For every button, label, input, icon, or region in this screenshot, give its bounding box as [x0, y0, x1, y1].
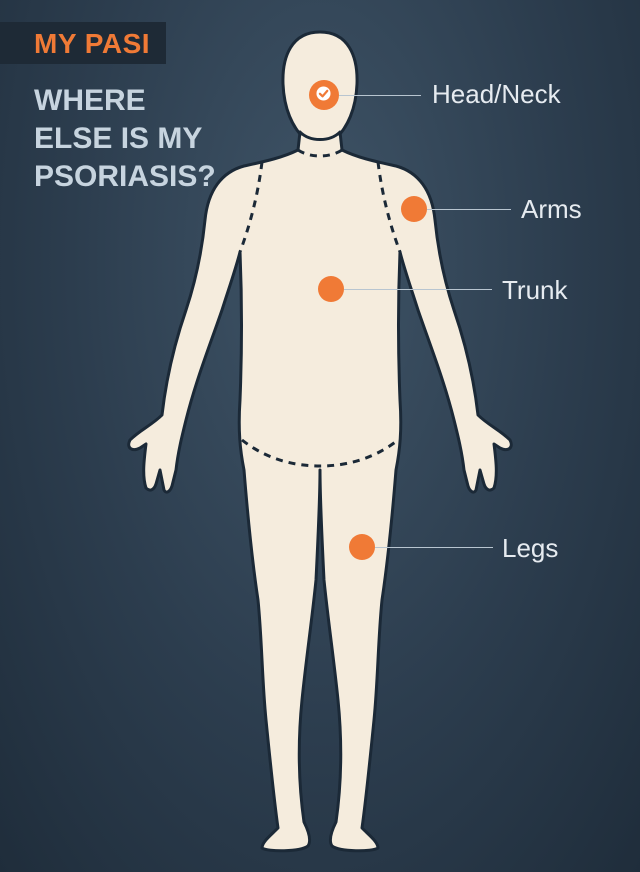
trunk-leader-line: [344, 289, 492, 290]
trunk-label[interactable]: Trunk: [502, 275, 568, 305]
head-neck-leader-line: [339, 95, 421, 96]
question-line-1: WHERE: [34, 84, 146, 117]
arms-leader-line: [427, 209, 511, 210]
waist-boundary: [241, 438, 399, 468]
legs-hotspot[interactable]: [349, 534, 375, 560]
arms-label[interactable]: Arms: [521, 194, 582, 224]
left-arm-boundary: [238, 161, 264, 253]
head-neck-label[interactable]: Head/Neck: [432, 79, 561, 109]
check-icon: [316, 86, 331, 101]
app-title-badge: MY PASI: [0, 22, 166, 64]
body-silhouette: [127, 130, 513, 853]
legs-label[interactable]: Legs: [502, 533, 559, 563]
head-neck-hotspot[interactable]: [309, 80, 339, 110]
app-title: MY PASI: [34, 28, 151, 59]
trunk-hotspot[interactable]: [318, 276, 344, 302]
arms-hotspot[interactable]: [401, 196, 427, 222]
question-line-3: PSORIASIS?: [34, 160, 216, 193]
neck-boundary: [297, 148, 343, 158]
question-heading: WHERE ELSE IS MY PSORIASIS?: [34, 82, 254, 196]
question-line-2: ELSE IS MY: [34, 122, 203, 155]
right-arm-boundary: [376, 161, 402, 253]
legs-leader-line: [375, 547, 493, 548]
